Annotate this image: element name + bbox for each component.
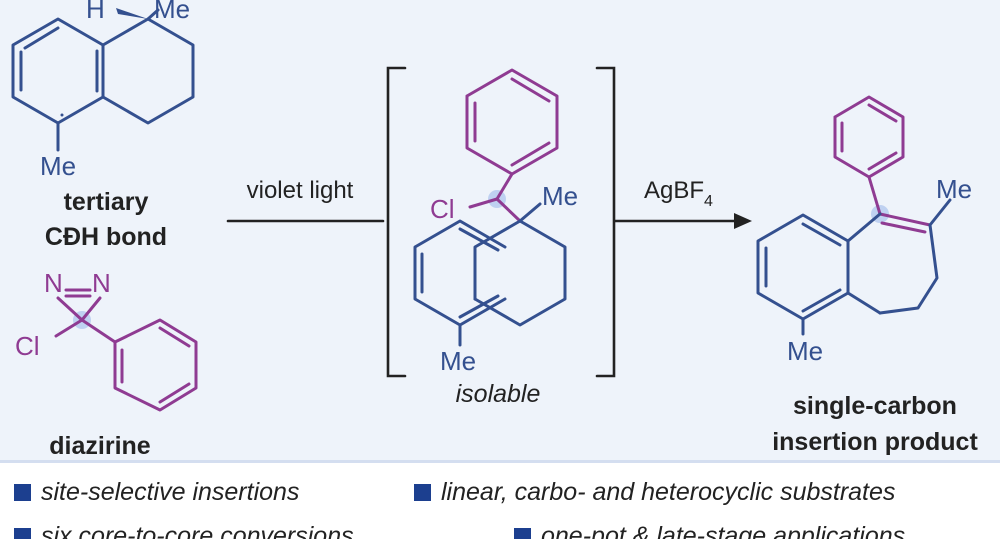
product-seven-ring — [878, 223, 939, 315]
atom-n: N — [44, 268, 63, 298]
atom-me: Me — [40, 151, 76, 181]
feature-text: linear, carbo- and heterocyclic substrat… — [441, 478, 896, 506]
feature-bullet: linear, carbo- and heterocyclic substrat… — [414, 478, 895, 507]
bracket-right — [595, 66, 616, 378]
product-phenyl-bond — [867, 175, 882, 216]
atom-me: Me — [542, 181, 578, 211]
diazirine-cl-bond — [54, 318, 84, 338]
arene-double-bond — [458, 294, 500, 319]
product-alkene — [878, 212, 932, 227]
bullet-square-icon — [14, 528, 31, 539]
phenyl-double-bond — [867, 103, 898, 123]
reaction-scheme: H Me Me tertiary CÐH bond N N Cl diaziri… — [11, 0, 978, 460]
product-label-line1: single-carbon — [793, 392, 957, 420]
arene-double-bond — [458, 227, 500, 252]
reagent-agbf4: AgBF4 — [644, 177, 713, 210]
feature-bullet: six core-to-core conversions — [14, 522, 354, 539]
stereo-wedge — [116, 8, 148, 19]
phenyl-double-bond — [510, 77, 551, 103]
product-phenyl-ring — [833, 95, 905, 179]
atom-cl: Cl — [15, 331, 40, 361]
reagent-diazirine: N N Cl — [15, 268, 198, 412]
atom-cl: Cl — [430, 194, 455, 224]
atom-me: Me — [787, 336, 823, 366]
product-ring-fusion — [846, 212, 882, 315]
tetralin-double-bond — [23, 26, 60, 50]
substrate-tetralin: H Me Me — [11, 0, 195, 181]
divider-line — [0, 460, 1000, 463]
atom-me: Me — [936, 174, 972, 204]
isolable-label: isolable — [456, 380, 541, 408]
insertion-bond — [495, 197, 522, 223]
feature-bullet: one-pot & late-stage applications — [514, 522, 905, 539]
product-label-line2: insertion product — [772, 428, 978, 456]
product-alkene — [880, 221, 927, 234]
intermediate-cl-bond — [468, 197, 499, 209]
intermediate-aromatic-ring — [413, 219, 507, 327]
feature-bullet: site-selective insertions — [14, 478, 299, 507]
diazirine-phenyl-bond — [80, 318, 117, 344]
bullet-square-icon — [514, 528, 531, 539]
feature-text: six core-to-core conversions — [41, 522, 354, 539]
condition-violet-light: violet light — [247, 177, 354, 204]
diazirine-phenyl-ring — [113, 318, 198, 412]
arene-double-bond — [801, 288, 842, 313]
feature-text: one-pot & late-stage applications — [541, 522, 906, 539]
benzylic-bond — [495, 172, 514, 201]
product-methyl-bond — [928, 198, 952, 227]
atom-h: H — [86, 0, 105, 24]
diazirine-bond — [56, 296, 84, 322]
product-aromatic-ring — [756, 213, 850, 321]
bullet-square-icon — [414, 484, 431, 501]
atom-n: N — [92, 268, 111, 298]
bracket-left — [386, 66, 407, 378]
product-benzocycloheptene: Me Me — [756, 95, 972, 366]
feature-text: site-selective insertions — [41, 478, 300, 506]
intermediate-methyl-bond — [518, 202, 542, 223]
arene-double-bond — [801, 222, 842, 247]
intermediate-chloride: Cl Me Me — [413, 68, 578, 376]
atom-me: Me — [154, 0, 190, 24]
atom-me: Me — [440, 346, 476, 376]
intermediate-ring-fusion — [473, 219, 522, 301]
phenyl-double-bond — [510, 141, 551, 167]
intermediate-saturated-ring — [473, 219, 567, 327]
reagent-label: diazirine — [49, 432, 151, 460]
substrate-label-line2: CÐH bond — [45, 223, 167, 251]
intermediate-phenyl-ring — [465, 68, 559, 176]
tetralin-methyl-bond — [146, 8, 160, 21]
phenyl-double-bond — [158, 382, 191, 404]
tetralin-aromatic-ring — [11, 17, 105, 125]
phenyl-double-bond — [867, 151, 898, 171]
tetralin-saturated-ring — [101, 17, 195, 125]
diazirine-bond — [80, 296, 102, 322]
bullet-square-icon — [14, 484, 31, 501]
substrate-label-line1: tertiary — [64, 188, 149, 216]
phenyl-double-bond — [158, 326, 191, 348]
arrow-head — [734, 213, 752, 229]
